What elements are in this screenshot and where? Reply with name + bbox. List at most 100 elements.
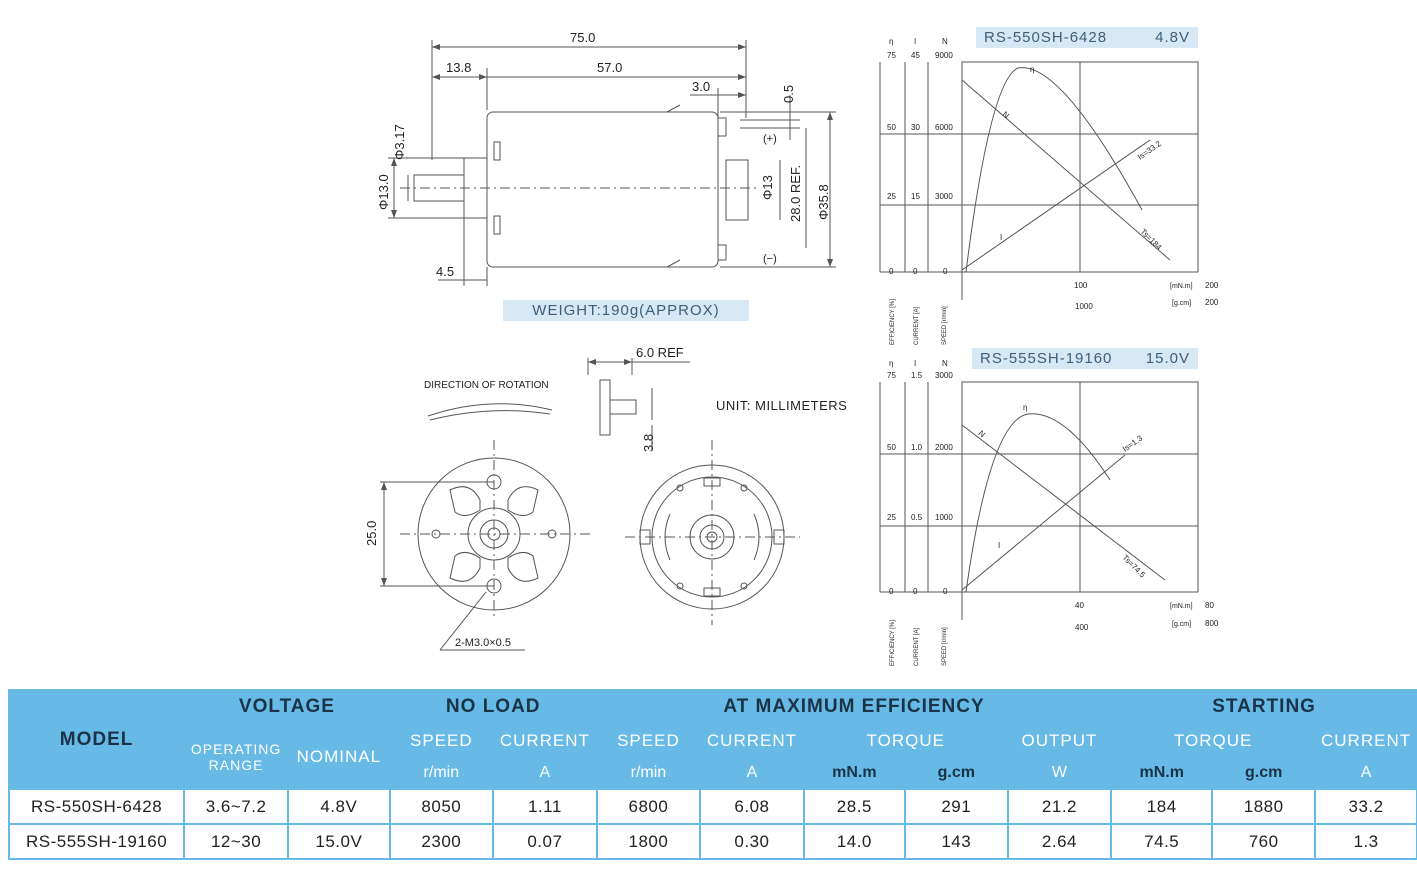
chart1-unit-gcm: [g.cm] (1172, 300, 1191, 307)
cell-nl-current: 1.11 (493, 790, 596, 823)
cell-nl-speed: 2300 (390, 825, 492, 858)
dim-13-label: Φ13.0 (376, 174, 391, 210)
chart1-x-tick-gcm: 1000 (1075, 302, 1093, 311)
header-max-efficiency: AT MAXIMUM EFFICIENCY (597, 691, 1111, 723)
cell-model: RS-555SH-19160 (10, 825, 184, 858)
chart1-spd-tick: 0 (943, 267, 948, 276)
chart2-cur-tick: 1.0 (911, 443, 923, 452)
chart1-head-n: N (942, 37, 948, 46)
chart1-x-tick-gcm: 200 (1205, 298, 1219, 307)
chart1-axis-label: EFFICIENCY [%] (890, 299, 896, 345)
chart2-curve-is: Is=1.3 (1121, 433, 1145, 453)
unit-nl-current: A (493, 758, 596, 788)
chart2-x-tick-mnm: 40 (1075, 601, 1084, 610)
cell-me-torque-gcm: 143 (905, 825, 1007, 858)
dim-0-5-label: 0.5 (781, 85, 796, 103)
cell-st-torque-mnm: 74.5 (1112, 825, 1212, 858)
dim-13-8-label: 13.8 (446, 60, 471, 75)
chart2-head-eta: η (889, 359, 893, 368)
chart2-curve-ts: Ts=74.5 (1121, 553, 1148, 580)
cell-range: 3.6~7.2 (185, 790, 287, 823)
chart2-voltage: 15.0V (1145, 350, 1190, 367)
dim-35-8-label: Φ35.8 (816, 184, 831, 220)
chart1-spd-tick: 9000 (935, 51, 953, 60)
chart2-head-n: N (942, 359, 948, 368)
header-me-torque: TORQUE (804, 725, 1007, 756)
chart1-curve-i: I (1000, 233, 1002, 242)
cell-me-torque-mnm: 28.5 (804, 790, 904, 823)
terminal-minus-label: (−) (763, 253, 777, 265)
chart2-eff-tick: 0 (889, 587, 894, 596)
cell-nl-speed: 8050 (390, 790, 492, 823)
cell-range: 12~30 (185, 825, 287, 858)
rotation-label: DIRECTION OF ROTATION (424, 380, 549, 391)
dim-3-label: 3.0 (692, 79, 710, 94)
chart2-x-tick-mnm: 80 (1205, 601, 1214, 610)
chart2-spd-tick: 0 (943, 587, 948, 596)
chart2-cur-tick: 0 (913, 587, 918, 596)
chart1-unit-mnm: [mN.m] (1170, 283, 1193, 290)
chart1-eff-tick: 50 (887, 123, 896, 132)
header-nl-speed: SPEED (390, 725, 492, 756)
dim-4-5-label: 4.5 (436, 264, 454, 279)
chart1-x-tick-mnm: 100 (1074, 281, 1088, 290)
header-model: MODEL (10, 691, 184, 788)
chart1-eff-tick: 0 (889, 267, 894, 276)
cell-me-torque-gcm: 291 (905, 790, 1007, 823)
header-nominal: NOMINAL (288, 725, 389, 788)
dim-57-label: 57.0 (597, 60, 622, 75)
chart2-head-i: I (914, 359, 916, 368)
chart1-head-eta: η (889, 37, 893, 46)
header-nl-current: CURRENT (493, 725, 596, 756)
chart2-unit-mnm: [mN.m] (1170, 603, 1193, 610)
chart1-curve-is: Is=33.2 (1136, 139, 1163, 162)
chart1-curve-ts: Ts=184 (1139, 227, 1164, 252)
header-me-current: CURRENT (701, 725, 803, 756)
chart2-spd-tick: 1000 (935, 513, 953, 522)
unit-st-torque-gcm: g.cm (1213, 758, 1315, 788)
chart1-plot: η I N 75 50 25 0 45 30 15 0 9000 6000 30… (879, 37, 1219, 345)
motor-side-view: 75.0 13.8 57.0 3.0 0.5 Φ3.17 Φ13.0 Φ13 2… (376, 30, 836, 286)
table-row: RS-555SH-19160 12~30 15.0V 2300 0.07 180… (10, 825, 1416, 858)
unit-st-current: A (1316, 758, 1416, 788)
chart2-curve-eta: η (1023, 403, 1027, 412)
cell-me-speed: 6800 (597, 790, 700, 823)
dim-25-label: 25.0 (364, 521, 379, 546)
cell-me-speed: 1800 (597, 825, 700, 858)
unit-label: UNIT: MILLIMETERS (716, 398, 848, 413)
chart2-title: RS-555SH-19160 (980, 350, 1113, 367)
cell-nominal: 4.8V (288, 790, 389, 823)
chart2-axis-label: SPEED [r/min] (942, 627, 948, 666)
chart2-spd-tick: 3000 (935, 371, 953, 380)
unit-nl-speed: r/min (390, 758, 492, 788)
screw-label: 2-M3.0×0.5 (455, 637, 511, 649)
unit-me-torque-gcm: g.cm (905, 758, 1007, 788)
chart2-title-box: RS-555SH-19160 15.0V (972, 348, 1198, 369)
dim-3-17-label: Φ3.17 (392, 124, 407, 160)
chart2-curve-n: N (977, 429, 987, 440)
chart2-spd-tick: 2000 (935, 443, 953, 452)
chart1-axis-label: CURRENT [A] (914, 306, 920, 345)
header-operating-range: OPERATING RANGE (185, 725, 287, 788)
chart2-unit-gcm: [g.cm] (1172, 621, 1191, 628)
chart1-spd-tick: 6000 (935, 123, 953, 132)
chart1-cur-tick: 45 (911, 51, 920, 60)
header-st-current: CURRENT (1316, 725, 1416, 756)
cell-me-output: 21.2 (1008, 790, 1111, 823)
unit-me-torque-mnm: mN.m (804, 758, 904, 788)
header-me-speed: SPEED (597, 725, 700, 756)
header-voltage: VOLTAGE (185, 691, 389, 723)
chart2-curve-i: I (998, 541, 1000, 550)
cell-st-torque-gcm: 760 (1213, 825, 1315, 858)
weight-label: WEIGHT:190g(APPROX) (503, 300, 749, 321)
unit-me-current: A (701, 758, 803, 788)
chart1-cur-tick: 15 (911, 192, 920, 201)
chart2-axis-label: EFFICIENCY [%] (890, 620, 896, 666)
chart1-title-box: RS-550SH-6428 4.8V (976, 27, 1198, 48)
cell-me-torque-mnm: 14.0 (804, 825, 904, 858)
chart1-eff-tick: 25 (887, 192, 896, 201)
table-row: RS-550SH-6428 3.6~7.2 4.8V 8050 1.11 680… (10, 790, 1416, 823)
cell-nominal: 15.0V (288, 825, 389, 858)
cell-st-current: 1.3 (1316, 825, 1416, 858)
unit-st-torque-mnm: mN.m (1112, 758, 1212, 788)
